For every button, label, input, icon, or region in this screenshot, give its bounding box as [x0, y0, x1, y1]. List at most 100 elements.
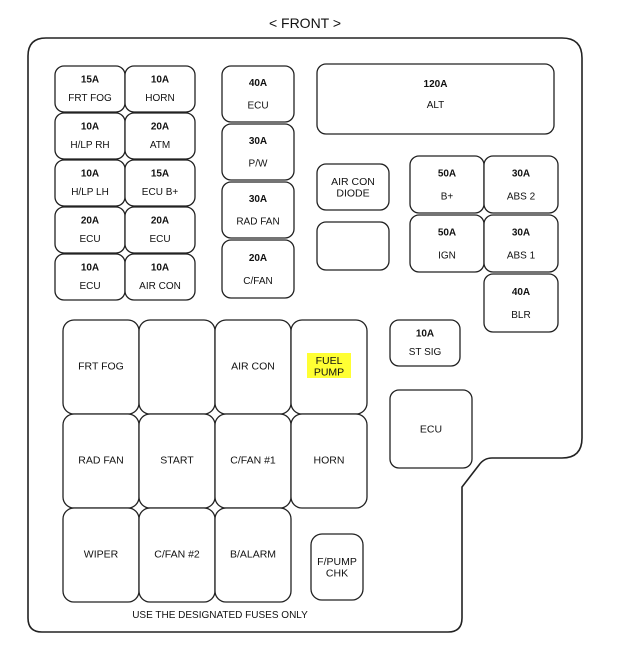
label-line: AIR CON [231, 361, 275, 373]
fuse-box [54, 159, 126, 207]
fuse-label: ECU B+ [142, 187, 179, 198]
fuse-hlp-rh: 10A H/LP RH [54, 112, 126, 160]
fuse-ecu-c: 10A ECU [54, 253, 126, 301]
fuse-label: ALT [427, 100, 445, 111]
fuse-rating: 50A [438, 228, 456, 239]
label-line: PUMP [314, 366, 344, 378]
label-line: START [160, 455, 194, 467]
fuse-label: HORN [145, 93, 174, 104]
fuse-frt-fog: 15A FRT FOG [54, 65, 126, 113]
fuse-rating: 50A [438, 169, 456, 180]
fuse-rating: 10A [151, 263, 169, 274]
fuse-label: H/LP LH [71, 187, 109, 198]
fuse-rating: 20A [249, 253, 267, 264]
fuse-box [221, 239, 295, 299]
fuse-box [124, 65, 196, 113]
fuse-box [124, 112, 196, 160]
fuse-blr: 40A BLR [483, 273, 559, 333]
relay-box [214, 507, 292, 603]
fuse-box [124, 253, 196, 301]
relay-blank [138, 319, 216, 415]
fuse-rating: 10A [81, 169, 99, 180]
fuse-label: BLR [511, 310, 530, 321]
fuse-label: FRT FOG [68, 93, 112, 104]
component-box [389, 389, 473, 469]
component-box [316, 163, 390, 211]
fuse-ign: 50A IGN [409, 214, 485, 273]
fuse-rating: 40A [512, 287, 530, 298]
fuse-label: C/FAN [243, 276, 272, 287]
fuse-rating: 30A [512, 169, 530, 180]
fuse-box [221, 123, 295, 181]
front-title: < FRONT > [269, 15, 341, 31]
fuse-label: ECU [79, 234, 100, 245]
fuse-label: ECU [247, 101, 268, 112]
fuse-label: IGN [438, 250, 456, 261]
relay-rad-fan: RAD FAN [62, 413, 140, 509]
fuse-ecu-bplus: 15A ECU B+ [124, 159, 196, 207]
label-line: HORN [314, 455, 345, 467]
fuse-rating: 10A [81, 263, 99, 274]
fuse-label: H/LP RH [70, 140, 109, 151]
fuse-label: ABS 1 [507, 250, 536, 261]
label-line: ECU [420, 424, 442, 436]
fuse-rating: 20A [151, 122, 169, 133]
fuse-box [54, 112, 126, 160]
relay-frt-fog: FRT FOG [62, 319, 140, 415]
fuse-rating: 10A [81, 122, 99, 133]
fuse-box [54, 253, 126, 301]
fuse-rating: 40A [249, 78, 267, 89]
relay-horn: HORN [290, 413, 368, 509]
fuse-abs1: 30A ABS 1 [483, 214, 559, 273]
fuse-label: B+ [441, 191, 454, 202]
label-line: FUEL [316, 355, 343, 367]
fuse-rating: 30A [512, 228, 530, 239]
label-line: FRT FOG [78, 361, 124, 373]
label-line: C/FAN #1 [230, 455, 276, 467]
component-spare [316, 221, 390, 271]
fuse-rating: 15A [151, 169, 169, 180]
fuse-rating: 30A [249, 136, 267, 147]
relay-start: START [138, 413, 216, 509]
footer-note: USE THE DESIGNATED FUSES ONLY [132, 610, 308, 621]
fuse-hlp-lh: 10A H/LP LH [54, 159, 126, 207]
label-line: B/ALARM [230, 549, 276, 561]
fuse-ecu-40: 40A ECU [221, 65, 295, 123]
fuse-bplus: 50A B+ [409, 155, 485, 214]
fuse-rating: 10A [151, 75, 169, 86]
fuse-box [483, 273, 559, 333]
fuse-box [389, 319, 461, 367]
fuse-label: ECU [79, 281, 100, 292]
label-line: CHK [326, 567, 348, 579]
label-line: RAD FAN [78, 455, 124, 467]
fuse-box [54, 206, 126, 254]
fuse-label: ECU [149, 234, 170, 245]
fuse-box [221, 181, 295, 239]
fuse-box [316, 63, 555, 135]
relay-wiper: WIPER [62, 507, 140, 603]
relay-balarm: B/ALARM [214, 507, 292, 603]
fuse-rating: 15A [81, 75, 99, 86]
label-line: AIR CON [331, 176, 375, 188]
relay-box [310, 533, 364, 601]
fuse-box [409, 214, 485, 273]
fuse-box [483, 155, 559, 214]
relay-box [290, 413, 368, 509]
fuse-box [124, 159, 196, 207]
relay-cfan2: C/FAN #2 [138, 507, 216, 603]
